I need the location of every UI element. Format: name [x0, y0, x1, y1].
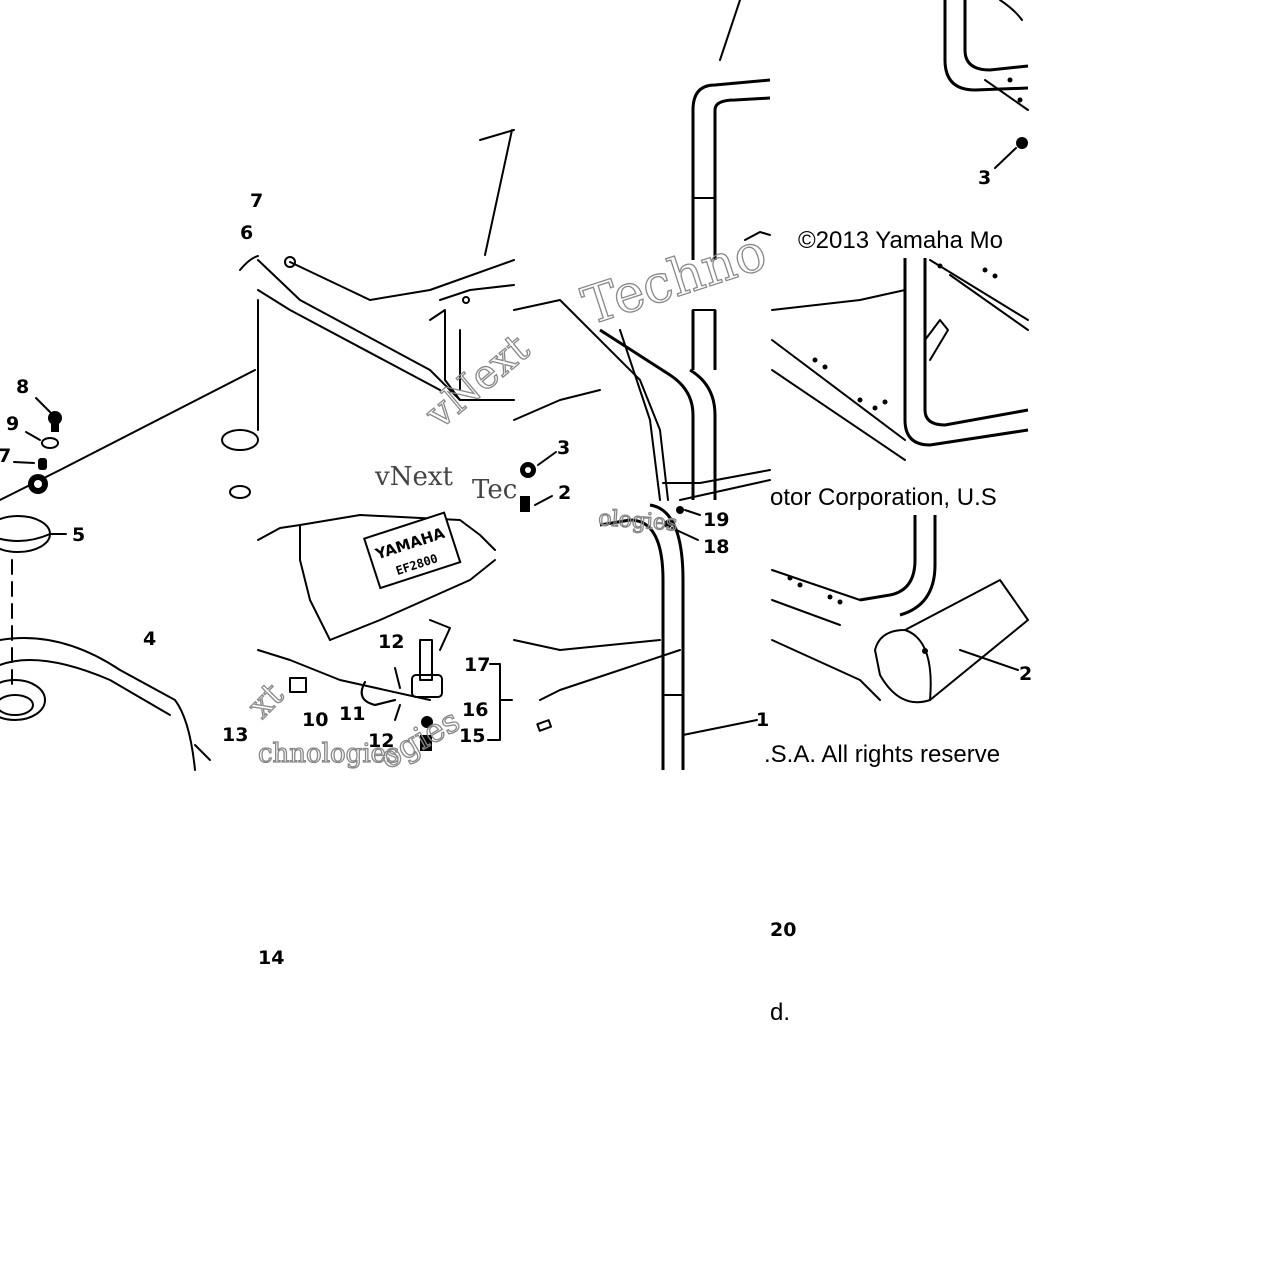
callout-6: 6	[240, 222, 253, 244]
callout-13: 13	[222, 724, 248, 746]
copyright-line-3: .S.A. All rights reserve	[764, 741, 1000, 768]
callout-5: 5	[72, 524, 85, 546]
callout-12: 12	[378, 631, 404, 653]
watermark-fragment-2: vNext	[416, 325, 538, 438]
callout-8: 8	[16, 376, 29, 398]
callout-11: 11	[339, 703, 365, 725]
callout-9: 9	[6, 413, 19, 435]
callout-3b: 3	[978, 167, 991, 189]
watermark-fragment-7: xt	[240, 675, 292, 727]
watermark-fragment-6: chnologies	[258, 739, 399, 769]
watermark-fragment-4: Tec	[472, 475, 517, 505]
frame-handle	[513, 0, 771, 770]
watermark-fragment-8: ogies	[373, 701, 466, 777]
watermark-fragment-3: vNext	[374, 462, 453, 492]
tank-top-panel	[257, 129, 515, 431]
callout-20: 20	[770, 919, 796, 941]
callout-19: 19	[703, 509, 729, 531]
fuel-tank-assembly	[0, 255, 259, 771]
callout-18: 18	[703, 536, 729, 558]
callout-numbers: 1 2 2 3 3 4 5 6 7 7 8 9 10 11 12 12 13 1…	[0, 167, 1032, 969]
copyright-line-2: otor Corporation, U.S	[770, 484, 997, 511]
copyright-line-1: ©2013 Yamaha Mo	[798, 227, 1003, 254]
callout-12b: 12	[368, 730, 394, 752]
rubber-mount-pad	[874, 579, 1029, 704]
watermark-fragment-1: Techno	[575, 222, 773, 337]
watermark-fragment-5: ologies	[598, 506, 679, 536]
callout-16: 16	[462, 699, 488, 721]
yamaha-badge: YAMAHA EF2800	[362, 511, 462, 590]
base-frame	[771, 0, 1029, 704]
callout-17: 17	[464, 654, 490, 676]
callout-14: 14	[258, 947, 284, 969]
callout-15: 15	[459, 725, 485, 747]
callout-10: 10	[302, 709, 328, 731]
copyright-notice: ©2013 Yamaha Mo otor Corporation, U.S .S…	[764, 227, 1003, 1026]
copyright-line-4: d.	[770, 999, 790, 1026]
callout-2: 2	[558, 482, 571, 504]
callout-7: 7	[250, 190, 263, 212]
callout-1: 1	[756, 709, 769, 731]
callout-4: 4	[143, 628, 156, 650]
callout-2b: 2	[1019, 663, 1032, 685]
callout-3: 3	[557, 437, 570, 459]
callout-7b: 7	[0, 445, 11, 467]
